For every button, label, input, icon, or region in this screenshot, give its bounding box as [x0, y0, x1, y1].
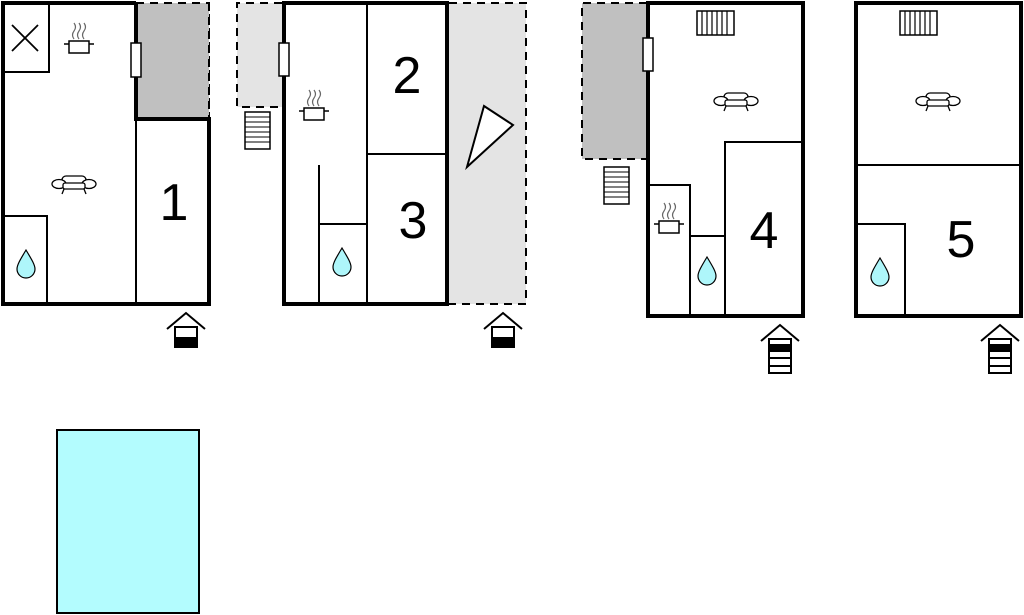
radiator-icon	[696, 10, 735, 36]
window-icon	[278, 42, 290, 77]
room-number: 4	[750, 202, 779, 260]
unit-room-4: 4	[581, 1, 805, 374]
pool	[56, 429, 200, 614]
wall	[854, 1, 1023, 318]
entrance-arrow-icon	[166, 312, 206, 348]
entrance-arrow-icon	[980, 324, 1020, 374]
terrace-dark	[582, 3, 647, 159]
fireplace-cross-icon	[2, 2, 50, 73]
sofa-icon	[713, 92, 759, 112]
entrance-arrow-icon	[483, 312, 523, 348]
unit-room-5: 5	[854, 1, 1023, 374]
kitchen-pot-icon	[298, 89, 330, 121]
bathroom	[2, 215, 48, 305]
water-drop-icon	[332, 247, 352, 277]
room-number: 2	[393, 47, 422, 105]
sun-deck-triangle-icon	[465, 104, 515, 171]
room-number: 1	[160, 174, 189, 232]
water-drop-icon	[697, 256, 717, 286]
radiator-icon	[899, 10, 938, 36]
terrace-light	[237, 3, 282, 107]
room-number: 3	[399, 192, 428, 250]
terrace-light	[449, 3, 526, 304]
kitchen-pot-icon	[653, 202, 685, 234]
unit-rooms-2-3: 2 3	[236, 1, 527, 348]
sofa-icon	[915, 92, 961, 112]
water-drop-icon	[870, 257, 890, 287]
water-drop-icon	[16, 249, 36, 279]
window-icon	[642, 37, 654, 72]
window-icon	[130, 42, 142, 78]
stairs-icon	[244, 111, 271, 150]
room-number: 5	[947, 211, 976, 269]
kitchen-pot-icon	[63, 22, 95, 54]
sofa-icon	[51, 175, 97, 195]
terrace-dark-fill	[136, 3, 209, 119]
entrance-arrow-icon	[760, 324, 800, 374]
stairs-icon	[603, 166, 630, 205]
unit-room-1: 1	[1, 1, 211, 348]
